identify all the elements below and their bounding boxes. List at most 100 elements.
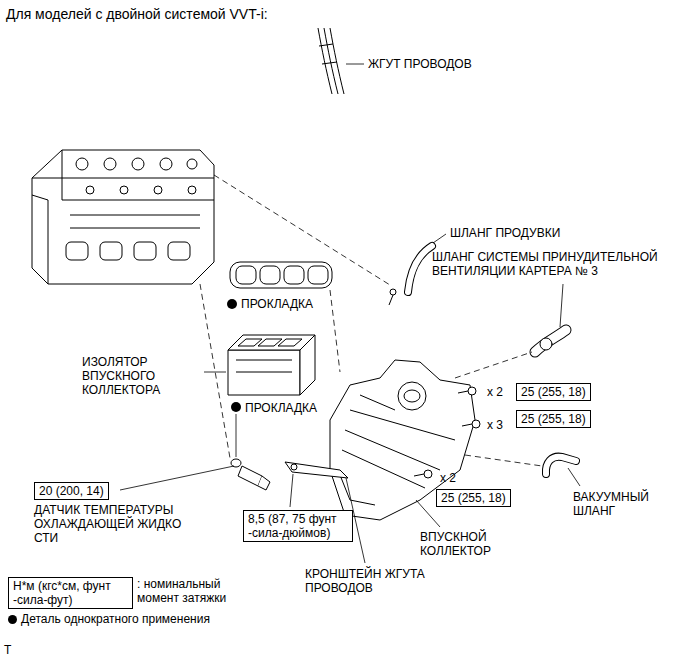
engine-head [168,242,190,260]
leader-line [120,64,580,563]
leader-line [236,414,237,457]
gasket [284,266,304,284]
purge-hose [408,246,432,292]
torque-box: Н*м (кгс*см, фунт -сила-фут) [8,577,133,609]
bolt [458,391,468,393]
leader-line [346,64,364,65]
engine-head [132,158,144,170]
purge-hose [408,246,432,292]
temperature-sensor [231,459,241,467]
vacuum-hose [546,457,576,474]
torque-box: 25 (255, 18) [436,489,511,507]
engine-head [160,158,172,170]
pcv-hose [540,338,552,350]
part-name: ВПУСКНОЙ КОЛЛЕКТОР [420,530,520,558]
part-name: ИЗОЛЯТОР ВПУСКНОГО КОЛЛЕКТОРА [82,355,202,397]
symbol-dot [227,299,237,309]
engine-head [104,158,116,170]
pcv-hose [535,330,566,352]
engine-head [154,186,162,194]
torque-box: 25 (255, 18) [516,383,591,401]
intake-manifold [404,390,420,402]
intake-manifold [342,395,455,488]
wire-harness [319,44,337,64]
torque-value: 8,5 (87, 75 фунт -сила-дюймов) [248,512,348,540]
wire-harness [330,28,344,94]
symbol-dot [231,402,241,412]
alignment-line [214,175,390,285]
alignment-line [455,352,532,378]
engine-head [32,150,214,284]
figure-code: T [4,643,11,657]
gasket [230,262,332,288]
engine-head [86,186,94,194]
temperature-sensor [258,476,270,490]
torque-box: 8,5 (87, 75 фунт -сила-дюймов) [243,510,353,542]
vacuum-hose [546,457,576,474]
harness-bracket [291,464,297,470]
bolt [389,295,393,305]
page-title: Для моделей с двойной системой VVT-i: [6,6,268,23]
manifold-insulator [236,360,292,372]
bolt [462,424,472,426]
torque-box: 25 (255, 18) [516,410,591,428]
wire-harness [318,28,344,94]
symbol-dot [227,299,241,412]
part-name: ВАКУУМНЫЙ ШЛАНГ [573,490,663,518]
part-name: ШЛАНГ ПРОДУВКИ [450,226,560,240]
leader-line [290,474,293,507]
legend-note: : номинальный момент затяжки [137,577,247,605]
wire-harness [324,28,338,94]
legend-text: Деталь однократного применения [21,612,210,626]
alignment-line [465,455,542,466]
engine-head [32,150,214,284]
legend-entry: Деталь однократного применения [8,612,210,626]
quantity: x 3 [487,418,503,432]
engine-head [66,242,88,260]
pcv-hose [535,330,566,352]
torque-value: 25 (255, 18) [441,491,506,505]
engine-head [70,215,200,228]
wire-harness [318,28,332,94]
torque-value: 20 (200, 14) [39,484,104,498]
gasket [230,262,332,288]
part-name: ЖГУТ ПРОВОДОВ [368,57,472,71]
engine-head [187,159,197,169]
intake-manifold [398,382,426,410]
harness-bracket [285,462,348,478]
purge-hose [408,246,432,292]
leader-line [568,468,580,486]
leader-line [433,234,446,243]
leader-line [120,466,234,490]
alignment-line [200,284,230,458]
quantity: x 2 [487,385,503,399]
gasket [236,266,256,284]
bolt [424,470,432,478]
harness-bracket [285,462,348,478]
gasket [260,266,280,284]
torque-value: Н*м (кгс*см, фунт -сила-фут) [13,579,128,607]
temperature-sensor [231,459,270,490]
part-name: ПРОКЛАДКА [241,297,313,311]
bolt [468,387,476,395]
bolt [414,474,424,476]
manifold-insulator [228,335,315,395]
manifold-insulator [300,335,315,395]
part-name: ПРОКЛАДКА [245,401,317,415]
alignment-line [330,290,340,372]
engine-head [120,186,128,194]
bolt [389,289,480,478]
vacuum-hose [546,457,576,474]
engine-head [100,242,122,260]
part-name: ДАТЧИК ТЕМПЕРАТУРЫ ОХЛАЖДАЮЩЕЙ ЖИДКО СТИ [34,503,189,545]
engine-head [188,186,196,194]
leader-line [560,284,563,327]
bolt [472,420,480,428]
legend-symbol [8,615,17,624]
manifold-insulator [228,350,300,395]
engine-head [76,158,88,170]
torque-value: 25 (255, 18) [521,385,586,399]
leader-line [204,372,226,373]
pcv-hose [535,330,566,352]
